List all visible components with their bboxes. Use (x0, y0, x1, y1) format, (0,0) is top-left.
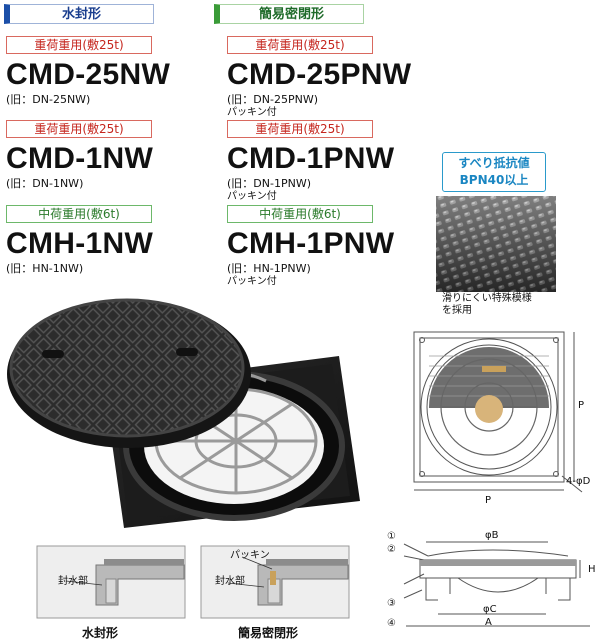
slip-pattern-photo (436, 196, 556, 292)
model-name: CMD-25PNW (227, 58, 412, 91)
section-part-4: ④ (387, 618, 396, 629)
plan-view-drawing (413, 331, 583, 493)
water-seal-detail (36, 545, 186, 619)
simple-seal-caption: 簡易密閉形 (238, 626, 299, 640)
section-part-2: ② (387, 544, 396, 555)
slip-resistance-badge: すべり抵抗値 BPN40以上 (442, 152, 546, 192)
category-simple-seal: 簡易密閉形 (214, 4, 364, 24)
model-name: CMH-1NW (6, 227, 154, 260)
load-badge: 重荷重用(敷25t) (227, 36, 373, 54)
load-badge: 重荷重用(敷25t) (6, 120, 152, 138)
section-part-1: ① (387, 531, 396, 542)
section-phiC: φC (483, 604, 497, 615)
plan-hole-label: 4-φD (566, 476, 591, 487)
load-badge: 重荷重用(敷25t) (6, 36, 152, 54)
simple-seal-label: 封水部 (215, 576, 245, 587)
load-badge: 重荷重用(敷25t) (227, 120, 373, 138)
load-badge: 中荷重用(敷6t) (6, 205, 152, 223)
model-name: CMD-1PNW (227, 142, 395, 175)
old-model: (旧：DN-1PNW) (227, 177, 311, 190)
packing-note: パッキン付 (227, 191, 277, 202)
model-name: CMD-1NW (6, 142, 154, 175)
packing-note: パッキン付 (227, 276, 277, 287)
packing-label: パッキン (230, 550, 270, 561)
manhole-cover-photo (7, 298, 360, 528)
slip-line1: すべり抵抗値 (458, 156, 530, 170)
slip-caption-1: 滑りにくい特殊模様 (442, 293, 532, 304)
simple-seal-detail (200, 545, 350, 619)
section-view-drawing (403, 541, 590, 627)
water-seal-caption: 水封形 (82, 626, 119, 640)
slip-line2: BPN40以上 (459, 173, 529, 187)
packing-note: パッキン付 (227, 107, 277, 118)
category-water-seal: 水封形 (4, 4, 154, 24)
plan-p-bottom: P (485, 495, 492, 506)
old-model: (旧：DN-25PNW) (227, 93, 318, 106)
water-seal-label: 封水部 (58, 576, 88, 587)
old-model: (旧：HN-1NW) (6, 262, 84, 275)
section-H: H (588, 564, 596, 575)
old-model: (旧：DN-1NW) (6, 177, 84, 190)
load-badge: 中荷重用(敷6t) (227, 205, 373, 223)
old-model: (旧：DN-25NW) (6, 93, 91, 106)
slip-caption-2: を採用 (442, 305, 472, 316)
section-A: A (485, 617, 492, 628)
section-part-3: ③ (387, 598, 396, 609)
section-phiB: φB (485, 530, 499, 541)
model-name: CMD-25NW (6, 58, 171, 91)
plan-p-right: P (578, 400, 585, 411)
old-model: (旧：HN-1PNW) (227, 262, 311, 275)
model-name: CMH-1PNW (227, 227, 395, 260)
